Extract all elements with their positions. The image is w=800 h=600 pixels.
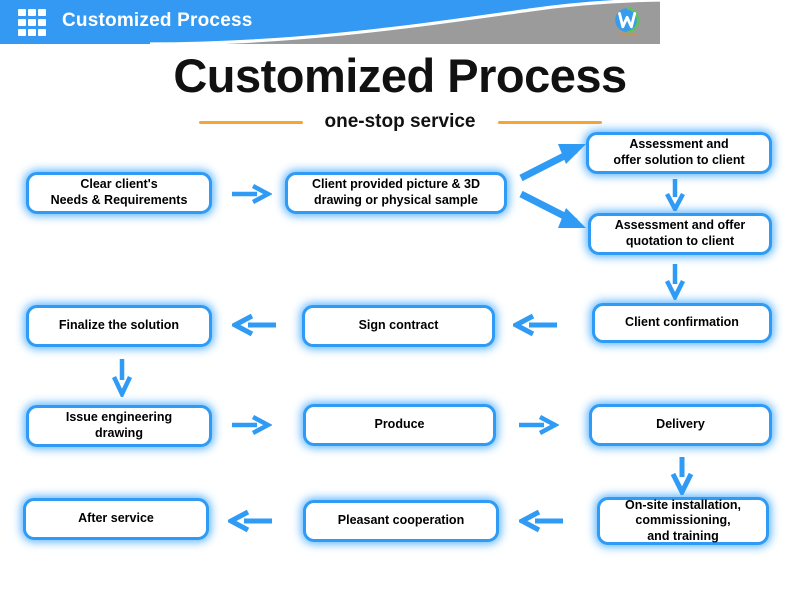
- header-gray-swoosh: [149, 0, 660, 44]
- arrow-down-solution-to-quotation: [663, 177, 687, 211]
- arrow-diagonal-up-to-solution: [518, 142, 590, 182]
- flow-node-finalize-solution[interactable]: Finalize the solution: [26, 305, 212, 347]
- flow-node-after-service[interactable]: After service: [23, 498, 209, 540]
- arrow-left-sign-to-finalize: [232, 312, 278, 338]
- page-title: Customized Process: [173, 49, 627, 102]
- arrow-diagonal-down-to-quotation: [518, 190, 590, 230]
- grid-icon[interactable]: [18, 9, 46, 36]
- arrow-left-onsite-to-pleasant: [519, 508, 565, 534]
- subtitle-rule-right: [497, 120, 602, 124]
- flow-node-sign-contract[interactable]: Sign contract: [302, 305, 495, 347]
- flow-node-client-confirmation[interactable]: Client confirmation: [592, 303, 772, 343]
- subtitle-row: one-stop service: [0, 111, 800, 133]
- subtitle-rule-left: [198, 120, 303, 124]
- arrow-down-quotation-to-confirmation: [663, 262, 687, 300]
- arrow-right-needs-to-provided: [230, 182, 272, 206]
- arrow-down-finalize-to-issue: [110, 357, 134, 397]
- flow-node-pleasant-cooperation[interactable]: Pleasant cooperation: [303, 500, 499, 542]
- arrow-left-pleasant-to-after: [228, 508, 274, 534]
- company-logo-icon: [615, 7, 640, 36]
- arrow-right-issue-to-produce: [230, 413, 272, 437]
- flow-node-produce[interactable]: Produce: [303, 404, 496, 446]
- flow-node-delivery[interactable]: Delivery: [589, 404, 772, 446]
- flow-node-onsite-installation[interactable]: On-site installation,commissioning,and t…: [597, 497, 769, 545]
- subtitle-text: one-stop service: [324, 111, 476, 132]
- arrow-down-delivery-to-onsite: [669, 455, 695, 495]
- arrow-right-produce-to-delivery: [517, 413, 559, 437]
- header-bar: Customized Process: [0, 0, 660, 44]
- header-title: Customized Process: [62, 10, 253, 31]
- arrow-left-confirmation-to-sign: [513, 312, 559, 338]
